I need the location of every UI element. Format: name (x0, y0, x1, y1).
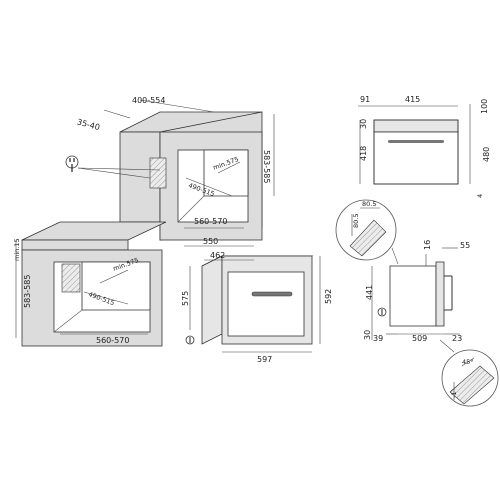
front-bottom-gap-label: 4 (476, 194, 484, 198)
detail-top-w-label: 80.5 (362, 200, 376, 208)
front-panel-h-label: 30 (359, 119, 368, 129)
counter-top (21, 221, 167, 241)
detail-top-drawing: 80.5 80.5 (335, 199, 399, 265)
side-depth-label: 509 (412, 334, 427, 343)
counter-socket-area (61, 263, 81, 293)
front-panel-strip (373, 119, 459, 133)
detail-bottom-drawing: 45° -1 (441, 349, 499, 407)
detail-top-h-label: 80.5 (352, 214, 360, 228)
front-body (373, 131, 459, 185)
tall-unit-socket-area (149, 157, 167, 189)
oven-depth-total-label: 550 (203, 237, 218, 246)
oven-depth-body-label: 462 (210, 251, 225, 260)
oven-height-body-label: 575 (181, 291, 190, 306)
side-body (389, 265, 437, 327)
tall-unit-drawing: 400-554 35-40 583-585 min.575 490-515 56… (65, 96, 275, 241)
counter-height-label: 583-585 (23, 275, 32, 308)
front-left-offset-label: 91 (360, 95, 370, 104)
front-handle (388, 140, 444, 143)
counter-top-gap-label: min.15 (13, 238, 21, 261)
counter-edge (21, 239, 129, 251)
detail-bottom-angle-label: 45° (462, 358, 474, 366)
tall-width-label: 560-570 (194, 217, 227, 226)
side-front-label: 23 (452, 334, 462, 343)
side-foot-h-label: 30 (363, 330, 372, 340)
side-view-drawing: 16 55 441 30 39 509 23 (363, 240, 470, 353)
oven-width-label: 597 (257, 355, 272, 364)
oven-front-drawing: 550 462 575 592 597 (181, 237, 333, 364)
side-left-label: 39 (373, 334, 383, 343)
side-height-label: 441 (365, 285, 374, 300)
tall-height-label: 583-585 (262, 150, 271, 183)
front-top-gap-label: 100 (480, 99, 489, 114)
tall-gap-label: 35-40 (76, 117, 101, 132)
counter-width-label: 560-570 (96, 336, 129, 345)
under-counter-drawing: min.15 583-585 min.575 490-515 560-570 (13, 221, 167, 347)
oven-height-total-label: 592 (324, 289, 333, 304)
oven-side (201, 255, 223, 345)
detail-bottom-hatch (449, 365, 495, 405)
detail-top-hatch (349, 219, 387, 257)
tall-depth-label: 400-554 (132, 96, 165, 105)
plug-icon (65, 155, 79, 172)
front-body-h-label: 418 (359, 146, 368, 161)
oven-handle (251, 291, 293, 297)
plug-icon-oven (185, 335, 195, 345)
detail-bottom-offset-label: -1 (450, 392, 458, 398)
side-handle-proj-label: 55 (460, 241, 470, 250)
side-front-panel (435, 261, 445, 327)
front-total-h-label: 480 (482, 147, 491, 162)
front-width-label: 415 (405, 95, 420, 104)
plug-icon-side (377, 307, 387, 317)
oven-door (227, 271, 305, 337)
front-view-drawing: 91 415 100 30 418 480 4 (358, 95, 491, 198)
side-top-small-label: 16 (423, 240, 432, 250)
